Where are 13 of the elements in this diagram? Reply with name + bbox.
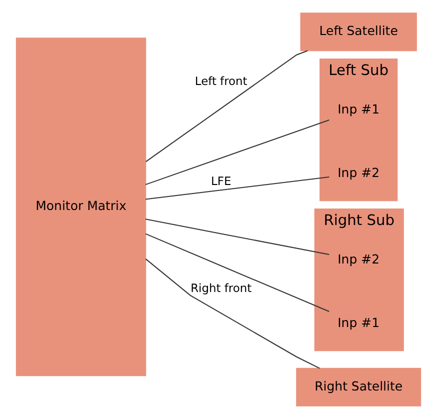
edge-label: LFE — [210, 173, 231, 188]
node-box: Monitor Matrix — [15, 37, 146, 376]
node-text: Inp #1 — [337, 314, 380, 330]
connector — [144, 258, 320, 368]
node-text: Inp #2 — [337, 164, 380, 180]
node-text: Inp #2 — [337, 250, 380, 266]
edge-label: Right front — [190, 280, 252, 295]
edge-label: Left front — [194, 73, 247, 88]
node-box: Left Satellite — [300, 12, 416, 51]
connector — [145, 50, 308, 162]
node-text: Inp #1 — [337, 100, 380, 116]
node-box: Right Satellite — [296, 367, 421, 406]
connector — [144, 232, 329, 312]
